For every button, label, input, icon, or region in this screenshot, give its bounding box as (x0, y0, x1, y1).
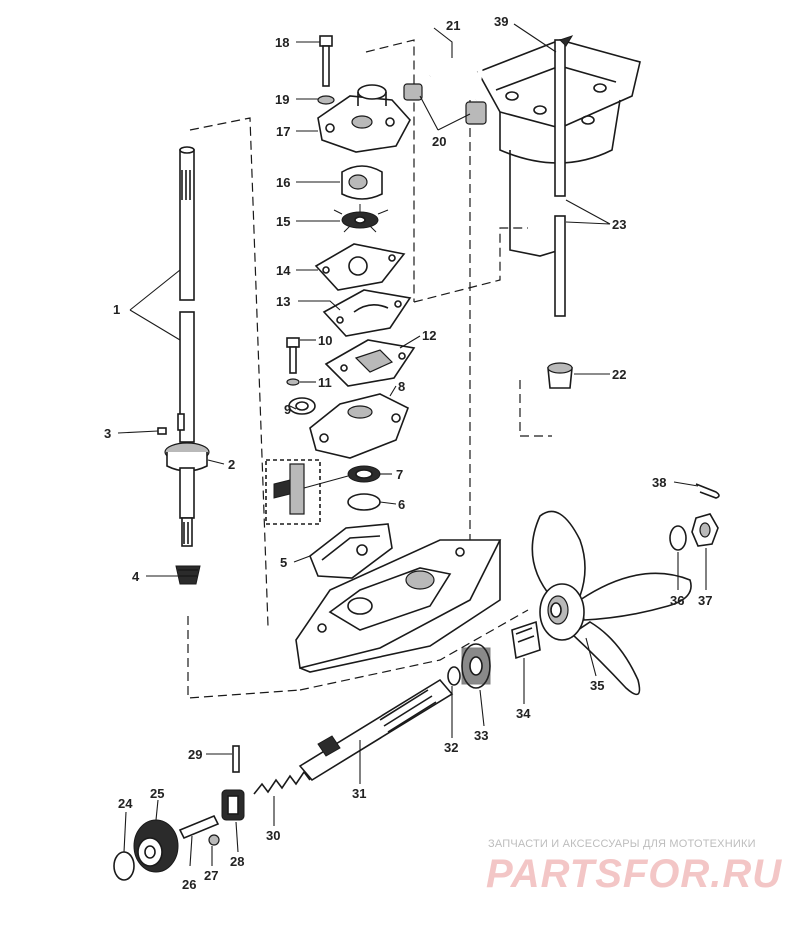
label-part-14: 14 (276, 263, 291, 278)
oil-seal-assembly (265, 459, 381, 525)
label-part-13: 13 (276, 294, 290, 309)
label-part-12: 12 (422, 328, 436, 343)
label-part-37: 37 (698, 593, 712, 608)
label-part-22: 22 (612, 367, 626, 382)
label-part-24: 24 (118, 796, 133, 811)
pump-screw (317, 35, 335, 105)
label-part-25: 25 (150, 786, 164, 801)
cotter-pin (695, 483, 720, 499)
propeller-shaft (298, 678, 454, 782)
label-part-34: 34 (516, 706, 531, 721)
label-part-26: 26 (182, 877, 196, 892)
label-part-4: 4 (132, 569, 140, 584)
part-labels: 18 19 17 16 15 14 13 1 10 12 11 9 8 3 2 … (104, 14, 712, 892)
impeller (333, 204, 389, 233)
label-part-39: 39 (494, 14, 508, 29)
drive-shaft (157, 146, 210, 585)
grommet (547, 362, 573, 389)
label-part-31: 31 (352, 786, 366, 801)
assembly-guide-lines (187, 39, 552, 699)
label-part-27: 27 (204, 868, 218, 883)
label-part-36: 36 (670, 593, 684, 608)
water-pump-housing (317, 84, 411, 153)
cross-pin (232, 745, 240, 773)
label-part-17: 17 (276, 124, 290, 139)
gear-housing-gasket (309, 523, 393, 579)
gasket-lower (324, 339, 416, 387)
pinion-gear (461, 643, 491, 689)
label-part-2: 2 (228, 457, 235, 472)
label-part-18: 18 (275, 35, 289, 50)
impeller-liner (341, 165, 383, 200)
label-part-30: 30 (266, 828, 280, 843)
label-part-1: 1 (113, 302, 120, 317)
prop-nut (691, 513, 719, 547)
label-part-20: 20 (432, 134, 446, 149)
face-plate (322, 289, 412, 337)
thrust-hub (511, 620, 541, 660)
water-tube (403, 56, 487, 125)
label-part-8: 8 (398, 379, 405, 394)
label-part-16: 16 (276, 175, 290, 190)
clutch-spring (253, 770, 311, 795)
label-part-32: 32 (444, 740, 458, 755)
cam-follower (178, 814, 220, 846)
watermark-caption: ЗАПЧАСТИ И АКСЕССУАРЫ ДЛЯ МОТОТЕХНИКИ (488, 838, 756, 850)
label-part-6: 6 (398, 497, 405, 512)
prop-washer (669, 525, 687, 551)
label-part-9: 9 (284, 402, 291, 417)
label-part-3: 3 (104, 426, 111, 441)
label-part-15: 15 (276, 214, 290, 229)
label-part-33: 33 (474, 728, 488, 743)
label-part-29: 29 (188, 747, 202, 762)
gear-washer (113, 851, 135, 881)
propeller (531, 510, 692, 696)
label-part-28: 28 (230, 854, 244, 869)
water-pump-base (309, 393, 410, 459)
shift-rod (554, 35, 574, 317)
label-part-5: 5 (280, 555, 287, 570)
label-part-11: 11 (318, 375, 332, 390)
gasket-upper (314, 243, 406, 291)
leader-lines (117, 23, 707, 867)
label-part-23: 23 (612, 217, 626, 232)
gear-housing (295, 539, 502, 673)
label-part-35: 35 (590, 678, 604, 693)
reverse-gear (133, 819, 179, 873)
clutch-dog (221, 789, 245, 821)
base-screw (286, 337, 316, 415)
label-part-10: 10 (318, 333, 332, 348)
label-part-19: 19 (275, 92, 289, 107)
label-part-7: 7 (396, 467, 403, 482)
label-part-38: 38 (652, 475, 666, 490)
thrust-washer (447, 666, 461, 686)
watermark-logo: PARTSFOR.RU (486, 852, 783, 896)
label-part-21: 21 (446, 18, 460, 33)
